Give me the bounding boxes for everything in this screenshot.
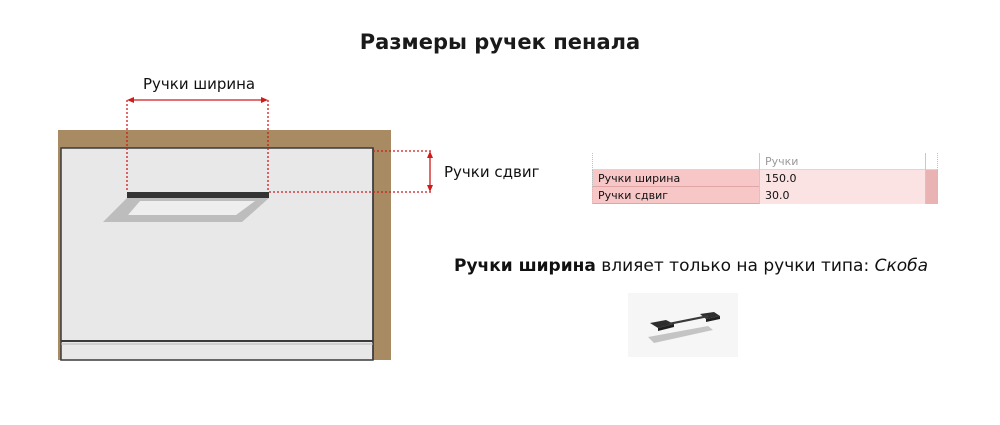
property-row-button[interactable] <box>925 187 938 204</box>
property-grid: Ручки Ручки ширина 150.0 Ручки сдвиг 30.… <box>592 153 938 204</box>
property-name: Ручки ширина <box>592 170 759 187</box>
property-value-input[interactable]: 150.0 <box>759 170 925 187</box>
page-title: Размеры ручек пенала <box>359 30 641 54</box>
property-row-button[interactable] <box>925 170 938 187</box>
handle-bar <box>127 192 269 198</box>
width-arrow-right <box>261 97 268 103</box>
width-arrow-left <box>127 97 134 103</box>
property-row-offset[interactable]: Ручки сдвиг 30.0 <box>592 187 938 204</box>
note-text: влияет только на ручки типа: <box>595 256 875 276</box>
bracket-handle-icon <box>648 312 720 343</box>
property-row-width[interactable]: Ручки ширина 150.0 <box>592 170 938 187</box>
column-header: Ручки <box>759 153 925 170</box>
handle-type-note: Ручки ширина влияет только на ручки типа… <box>454 256 928 276</box>
width-label: Ручки ширина <box>143 75 256 93</box>
offset-arrow-bottom <box>427 185 433 192</box>
property-value-input[interactable]: 30.0 <box>759 187 925 204</box>
handle-shadow-inner <box>128 201 255 215</box>
offset-label: Ручки сдвиг <box>444 163 540 181</box>
property-name: Ручки сдвиг <box>592 187 759 204</box>
door-panel <box>60 147 374 361</box>
bracket-handle-preview <box>628 293 738 357</box>
property-grid-header: Ручки <box>592 153 938 170</box>
note-italic: Скоба <box>874 256 929 276</box>
offset-arrow-top <box>427 151 433 158</box>
note-bold: Ручки ширина <box>454 256 596 276</box>
